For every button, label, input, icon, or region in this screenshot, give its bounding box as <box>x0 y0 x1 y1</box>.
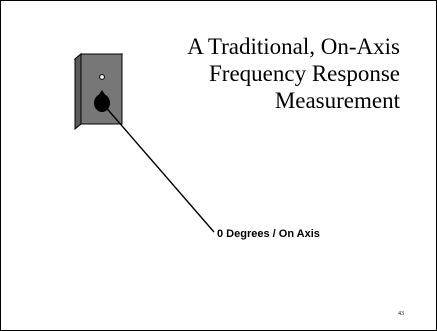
speaker-side-face <box>74 52 82 131</box>
slide-title-line-1: A Traditional, On-Axis <box>187 34 400 59</box>
page-number: 43 <box>398 311 404 317</box>
slide-title: A Traditional, On-Axis Frequency Respons… <box>120 33 400 114</box>
loudspeaker-cabinet-icon <box>73 52 124 131</box>
speaker-woofer-notch <box>98 90 106 96</box>
axis-label: 0 Degrees / On Axis <box>217 228 320 240</box>
speaker-tweeter <box>99 74 105 80</box>
slide-title-line-3: Measurement <box>274 88 400 113</box>
slide-title-line-2: Frequency Response <box>209 61 400 86</box>
speaker-front-face <box>80 53 123 125</box>
on-axis-line <box>102 103 215 233</box>
